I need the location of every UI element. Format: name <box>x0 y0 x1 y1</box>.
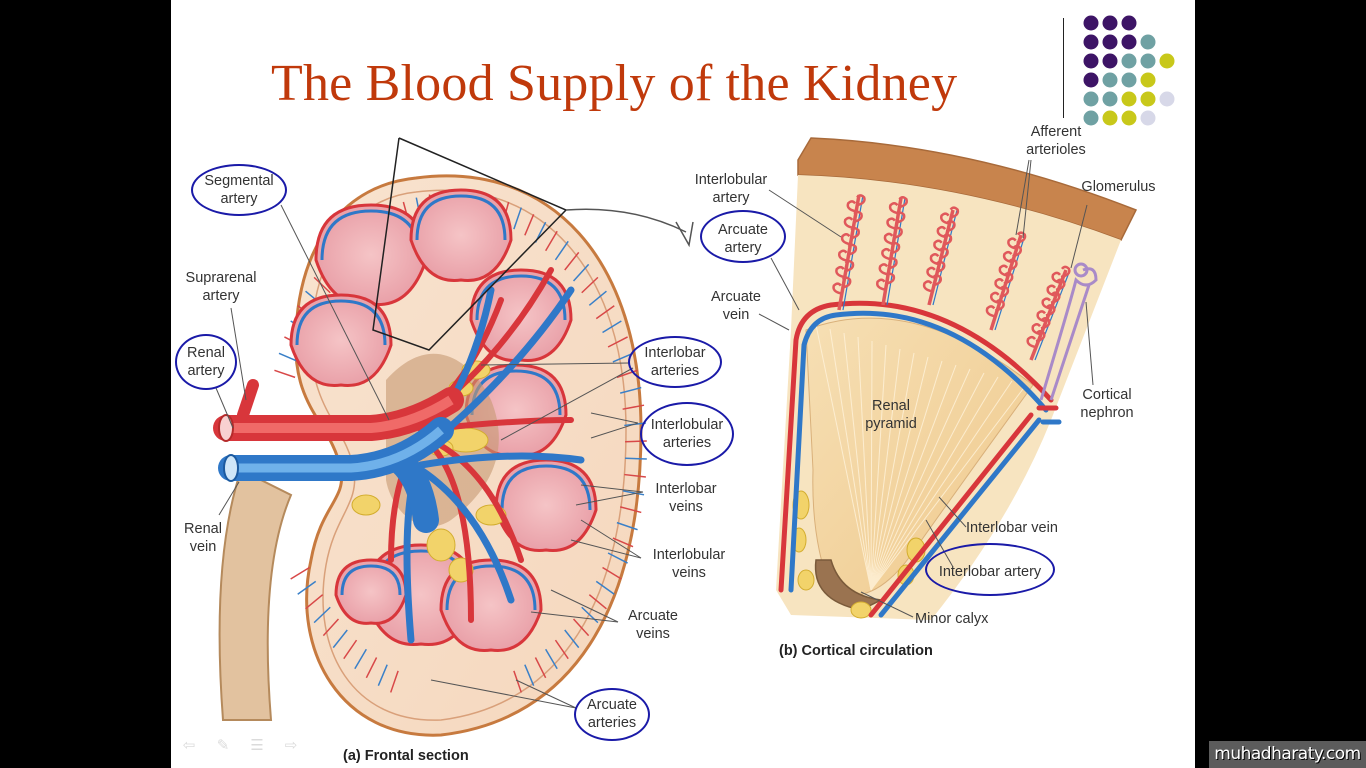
label-line: Afferent <box>1030 124 1082 140</box>
label-line: arteries <box>662 435 712 451</box>
caption-frontal-section: (a) Frontal section <box>343 748 469 764</box>
decor-dot <box>1102 15 1118 31</box>
watermark: muhadharaty.com <box>1209 741 1366 768</box>
decor-dot <box>1121 15 1137 31</box>
label-renal-pyramid: Renal pyramid <box>856 397 926 433</box>
label-line: Arcuate <box>587 697 637 713</box>
next-slide-button[interactable]: ⇨ <box>284 737 298 754</box>
label-line: Interlobar <box>655 481 717 497</box>
label-renal-artery: Renal artery <box>175 344 237 380</box>
label-line: artery <box>220 191 258 207</box>
decor-dot <box>1140 72 1156 88</box>
label-cortical-nephron: Cortical nephron <box>1071 386 1143 422</box>
caption-cortical-circulation: (b) Cortical circulation <box>779 643 933 659</box>
label-line: nephron <box>1080 405 1134 421</box>
frontal-section-figure <box>213 137 694 737</box>
label-line: Arcuate <box>628 608 678 624</box>
label-line: pyramid <box>865 416 917 432</box>
decor-dot <box>1083 110 1099 126</box>
label-interlobular-artery: Interlobular artery <box>686 171 776 207</box>
label-line: Arcuate <box>718 222 768 238</box>
label-line: Segmental <box>204 173 274 189</box>
label-line: vein <box>722 307 750 323</box>
decor-dot <box>1083 72 1099 88</box>
label-afferent-arterioles: Afferent arterioles <box>1016 123 1096 159</box>
slide-menu-button[interactable]: ☰ <box>250 737 264 754</box>
label-arcuate-artery: Arcuate artery <box>700 221 786 257</box>
decor-dot <box>1083 34 1099 50</box>
label-interlobar-arteries: Interlobar arteries <box>628 344 722 380</box>
label-line: Renal <box>184 521 222 537</box>
label-line: Interlobar <box>644 345 706 361</box>
decor-dot <box>1121 91 1137 107</box>
label-line: arterioles <box>1026 142 1086 158</box>
label-line: Arcuate <box>711 289 761 305</box>
slide-title: The Blood Supply of the Kidney <box>271 55 958 112</box>
decor-dot <box>1121 72 1137 88</box>
decor-dot <box>1121 110 1137 126</box>
decorative-dot-grid <box>1083 15 1175 126</box>
decor-dot <box>1083 53 1099 69</box>
highlight-oval-interlobar-artery <box>925 543 1055 596</box>
label-line: Suprarenal <box>185 270 257 286</box>
decor-dot <box>1102 110 1118 126</box>
highlight-oval-interlobular-arteries <box>640 402 734 466</box>
label-arcuate-vein: Arcuate vein <box>701 288 771 324</box>
highlight-oval-arcuate-artery <box>700 210 786 263</box>
decor-dot <box>1102 91 1118 107</box>
label-arcuate-arteries: Arcuate arteries <box>574 696 650 732</box>
label-line: veins <box>636 626 670 642</box>
decor-dot <box>1121 53 1137 69</box>
kidney-illustration <box>213 137 1138 737</box>
label-line: artery <box>712 190 750 206</box>
label-line: artery <box>724 240 762 256</box>
label-line: Interlobular <box>650 417 724 433</box>
decor-dot <box>1159 53 1175 69</box>
label-line: Interlobular <box>652 547 726 563</box>
label-line: artery <box>187 363 225 379</box>
label-renal-vein: Renal vein <box>173 520 233 556</box>
decor-dot <box>1102 53 1118 69</box>
label-line: artery <box>202 288 240 304</box>
decor-dot <box>1140 91 1156 107</box>
decor-dot <box>1121 34 1137 50</box>
label-arcuate-veins: Arcuate veins <box>618 607 688 643</box>
highlight-oval-arcuate-arteries <box>574 688 650 741</box>
slideshow-nav: ⇦ ✎ ☰ ⇨ <box>179 738 301 754</box>
label-line: arteries <box>587 715 637 731</box>
decor-dot <box>1083 15 1099 31</box>
highlight-oval-interlobar-arteries <box>628 336 722 388</box>
prev-slide-button[interactable]: ⇦ <box>182 737 196 754</box>
decor-dot <box>1102 34 1118 50</box>
label-minor-calyx: Minor calyx <box>915 611 989 627</box>
label-line: arteries <box>650 363 700 379</box>
label-line: veins <box>672 565 706 581</box>
decor-dot <box>1083 91 1099 107</box>
slide: The Blood Supply of the Kidney <box>171 0 1195 768</box>
label-line: veins <box>669 499 703 515</box>
label-line: Interlobular <box>694 172 768 188</box>
label-interlobar-veins: Interlobar veins <box>641 480 731 516</box>
label-line: Renal <box>872 398 910 414</box>
decor-dot <box>1140 34 1156 50</box>
decor-dot <box>1140 110 1156 126</box>
highlight-oval-segmental-artery <box>191 164 287 216</box>
label-interlobular-arteries: Interlobular arteries <box>640 416 734 452</box>
label-interlobar-vein: Interlobar vein <box>966 520 1058 536</box>
highlight-oval-renal-artery <box>175 334 237 390</box>
label-suprarenal-artery: Suprarenal artery <box>171 269 271 305</box>
pen-tool-button[interactable]: ✎ <box>216 737 230 754</box>
label-line: vein <box>189 539 217 555</box>
label-line: Cortical <box>1082 387 1132 403</box>
label-glomerulus: Glomerulus <box>1081 179 1156 195</box>
cortical-circulation-figure <box>758 137 1138 620</box>
decor-dot <box>1159 91 1175 107</box>
decor-dot <box>1102 72 1118 88</box>
label-line: Renal <box>187 345 225 361</box>
label-interlobar-artery: Interlobar artery <box>938 564 1042 580</box>
decor-dot <box>1140 53 1156 69</box>
label-segmental-artery: Segmental artery <box>191 172 287 208</box>
label-interlobular-veins: Interlobular veins <box>641 546 737 582</box>
title-divider-line <box>1063 18 1064 118</box>
